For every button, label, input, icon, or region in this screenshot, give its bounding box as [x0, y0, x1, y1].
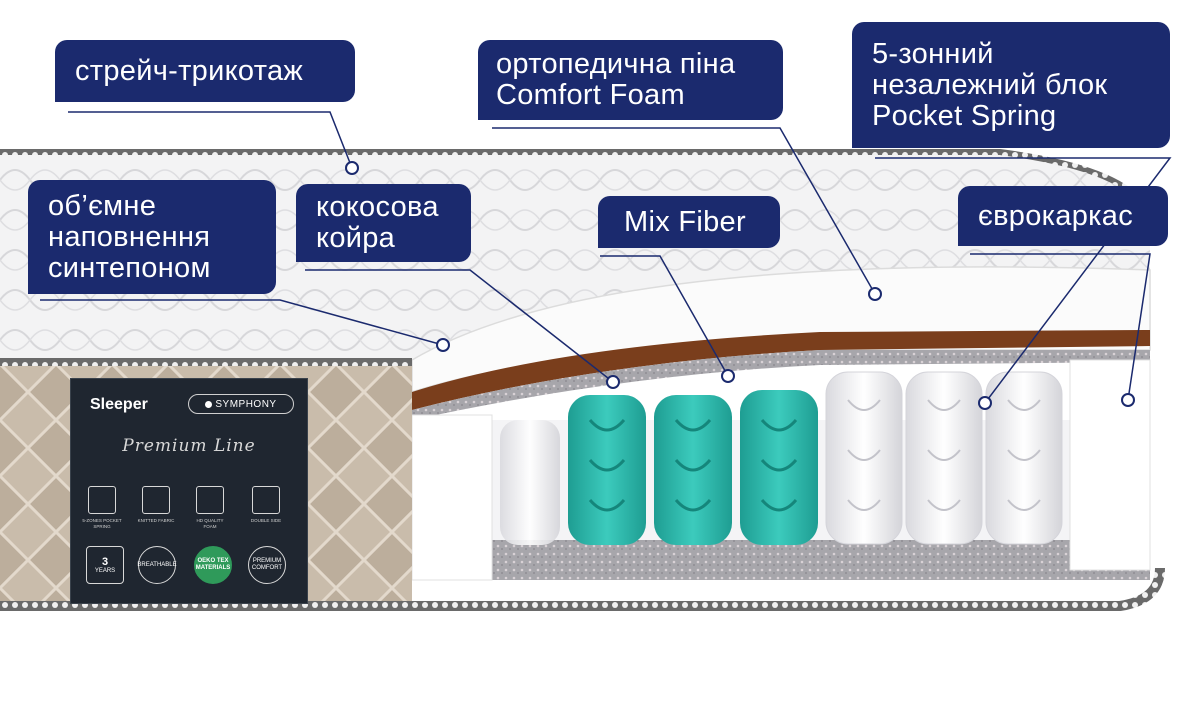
pocket-spring-block: [500, 371, 1063, 545]
feature-knitted-fabric: KNITTED FABRIC: [136, 486, 176, 524]
euro-frame-left: [411, 414, 493, 581]
series-badge: SYMPHONY: [188, 394, 294, 414]
callout-coconut-coir: кокосова койра: [296, 184, 471, 262]
premium-comfort-badge: PREMIUM COMFORT: [248, 546, 286, 584]
product-label: Sleeper SYMPHONY Premium Line 5-ZONES PO…: [70, 378, 308, 604]
callout-volume-filling: об’ємне наповнення синтепоном: [28, 180, 276, 294]
euro-frame-right: [1069, 359, 1151, 571]
callout-pocket-spring: 5-зонний незалежний блок Pocket Spring: [852, 22, 1170, 148]
line-title: Premium Line: [122, 436, 256, 456]
warranty-badge: 3 YEARS: [86, 546, 124, 584]
callout-mix-fiber: Mix Fiber: [598, 196, 780, 248]
callout-euro-frame: єврокаркас: [958, 186, 1168, 246]
fabric-icon: [142, 486, 170, 514]
callout-stretch-knit: стрейч-трикотаж: [55, 40, 355, 102]
double-side-icon: [252, 486, 280, 514]
foam-icon: [196, 486, 224, 514]
leader-lines: [40, 111, 1172, 404]
leader-dots: [345, 161, 1135, 410]
series-dot-icon: [205, 400, 213, 408]
breathable-badge: BREATHABLE: [137, 546, 177, 584]
oeko-tex-badge: OEKO TEX MATERIALS: [194, 546, 232, 584]
brand-logo: Sleeper: [90, 396, 148, 413]
callout-orthopedic-foam: ортопедична піна Comfort Foam: [478, 40, 783, 120]
coconut-coir-layer: [412, 330, 1150, 410]
feature-pocket-spring: 5-ZONES POCKET SPRING: [82, 486, 122, 530]
bottom-piping: [0, 567, 1165, 611]
spring-icon: [88, 486, 116, 514]
series-name: SYMPHONY: [215, 398, 277, 410]
feature-double-side: DOUBLE SIDE: [246, 486, 286, 524]
mix-fiber-layer: [412, 350, 1150, 420]
feature-hd-foam: HD QUALITY FOAM: [190, 486, 230, 530]
